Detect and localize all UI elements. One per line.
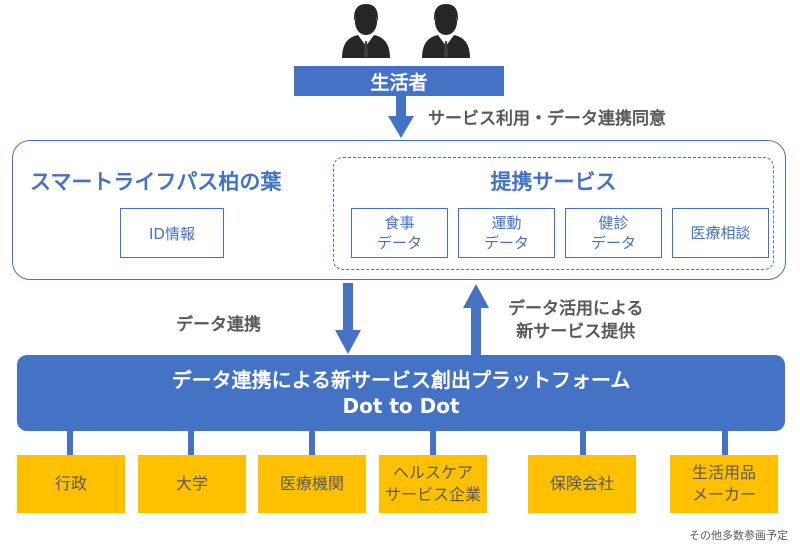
data-link-arrow-shaft <box>343 283 353 333</box>
id-info-label: ID情報 <box>149 224 195 243</box>
service-checkup-data: 健診 データ <box>565 208 662 258</box>
platform-title: データ連携による新サービス創出プラットフォーム <box>171 368 631 392</box>
person-icon <box>342 4 390 58</box>
data-link-arrow-head <box>335 330 361 354</box>
app-title: スマートライフパス柏の葉 <box>30 170 282 194</box>
service-exercise-data: 運動 データ <box>458 208 555 258</box>
partner-government: 行政 <box>17 455 125 513</box>
partner-services-title: 提携サービス <box>490 170 617 194</box>
connector <box>430 431 436 455</box>
id-info-box: ID情報 <box>120 208 224 258</box>
new-service-label-line1: データ活用による <box>508 299 644 319</box>
partner-household-maker: 生活用品 メーカー <box>670 455 778 513</box>
partner-services-box <box>333 157 774 270</box>
data-link-label: データ連携 <box>176 315 261 335</box>
platform-bar: データ連携による新サービス創出プラットフォーム Dot to Dot <box>17 355 785 431</box>
app-box <box>12 140 786 280</box>
connector <box>580 431 586 455</box>
footnote: その他多数参画予定 <box>689 529 788 542</box>
connector <box>67 431 73 455</box>
connector <box>188 431 194 455</box>
connector <box>309 431 315 455</box>
new-service-label: データ活用による 新サービス提供 <box>508 298 644 344</box>
consent-arrow-head <box>388 116 414 138</box>
partner-university: 大学 <box>138 455 246 513</box>
person-icon <box>422 4 470 58</box>
new-service-arrow-head <box>463 284 489 308</box>
consent-arrow-shaft <box>396 96 406 118</box>
user-bar: 生活者 <box>294 66 504 96</box>
service-medical-consult: 医療相談 <box>672 208 769 258</box>
partner-insurance-company: 保険会社 <box>528 455 636 513</box>
platform-name: Dot to Dot <box>342 394 460 418</box>
partner-medical-institution: 医療機関 <box>258 455 366 513</box>
connector <box>722 431 728 455</box>
partner-healthcare-company: ヘルスケア サービス企業 <box>379 455 487 513</box>
user-label: 生活者 <box>370 71 428 94</box>
consent-label: サービス利用・データ連携同意 <box>428 109 666 129</box>
new-service-label-line2: 新サービス提供 <box>516 322 636 342</box>
service-meal-data: 食事 データ <box>351 208 448 258</box>
new-service-arrow-shaft <box>471 305 481 355</box>
